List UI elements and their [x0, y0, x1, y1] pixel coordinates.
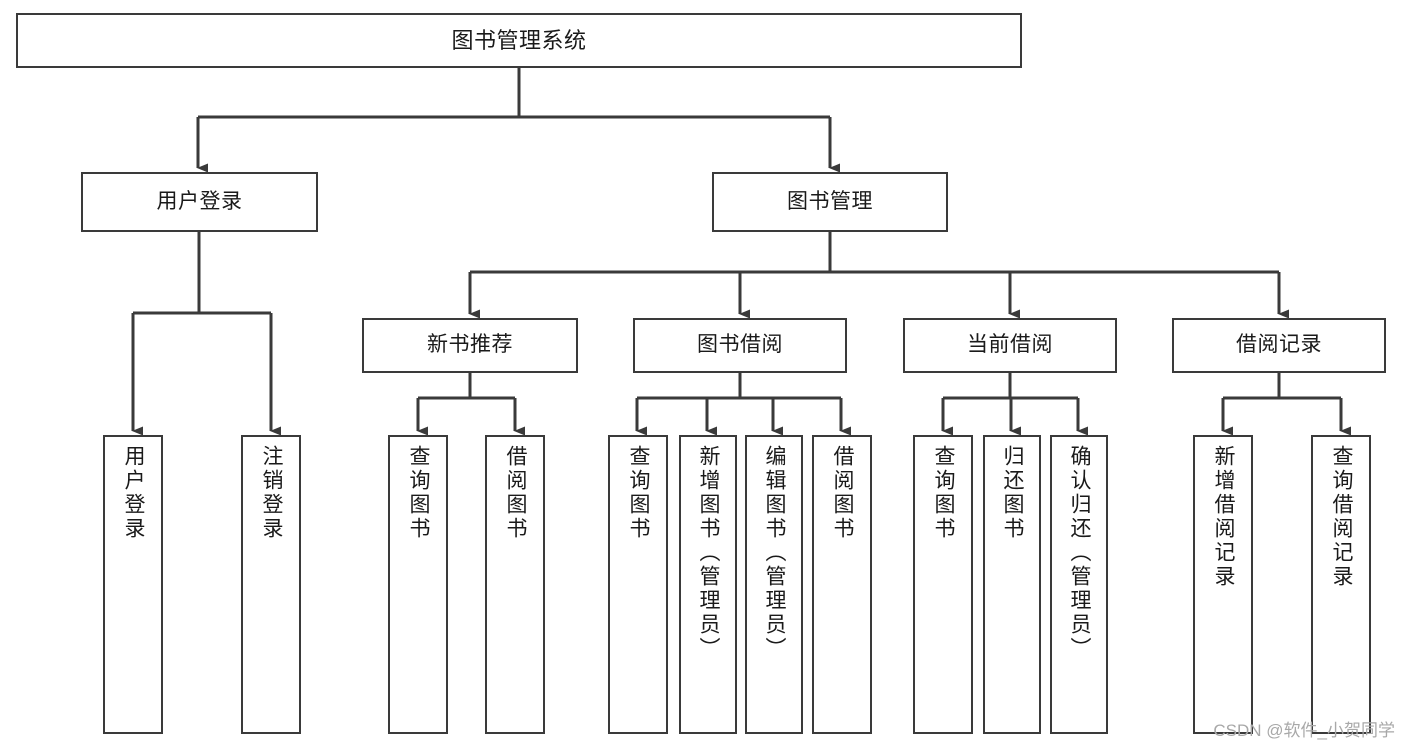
- node-leaf-query-books-recommend-label: 查询图书: [407, 445, 431, 541]
- node-leaf-confirm-return-admin[interactable]: 确认归还（管理员）: [1050, 435, 1108, 734]
- node-new-book-recommend-label: 新书推荐: [427, 333, 513, 357]
- node-book-management-label: 图书管理: [787, 189, 873, 213]
- node-leaf-logout[interactable]: 注销登录: [241, 435, 301, 734]
- node-borrow-records-label: 借阅记录: [1236, 333, 1322, 357]
- node-leaf-borrow-books-recommend[interactable]: 借阅图书: [485, 435, 545, 734]
- node-leaf-borrow-book-label: 借阅图书: [831, 445, 855, 541]
- node-leaf-edit-book-admin[interactable]: 编辑图书（管理员）: [745, 435, 803, 734]
- node-leaf-logout-label: 注销登录: [260, 445, 284, 541]
- node-leaf-add-borrow-record-label: 新增借阅记录: [1212, 445, 1236, 589]
- node-leaf-query-books-recommend[interactable]: 查询图书: [388, 435, 448, 734]
- node-leaf-user-login-label: 用户登录: [122, 445, 146, 541]
- node-leaf-add-borrow-record[interactable]: 新增借阅记录: [1193, 435, 1253, 734]
- node-borrow-records[interactable]: 借阅记录: [1172, 318, 1386, 373]
- node-root-label: 图书管理系统: [451, 27, 587, 53]
- node-new-book-recommend[interactable]: 新书推荐: [362, 318, 578, 373]
- node-book-management[interactable]: 图书管理: [712, 172, 948, 232]
- node-leaf-add-book-admin-label: 新增图书（管理员）: [697, 445, 721, 661]
- csdn-watermark: CSDN @软件_小贺同学: [1213, 721, 1395, 740]
- node-leaf-query-books-borrow-label: 查询图书: [627, 445, 651, 541]
- node-user-login[interactable]: 用户登录: [81, 172, 318, 232]
- node-leaf-return-book[interactable]: 归还图书: [983, 435, 1041, 734]
- node-root[interactable]: 图书管理系统: [16, 13, 1022, 68]
- node-leaf-query-books-borrow[interactable]: 查询图书: [608, 435, 668, 734]
- node-leaf-query-books-current[interactable]: 查询图书: [913, 435, 973, 734]
- node-book-borrow-label: 图书借阅: [697, 333, 783, 357]
- node-leaf-borrow-book[interactable]: 借阅图书: [812, 435, 872, 734]
- node-leaf-return-book-label: 归还图书: [1001, 445, 1025, 541]
- node-leaf-add-book-admin[interactable]: 新增图书（管理员）: [679, 435, 737, 734]
- node-leaf-query-borrow-record-label: 查询借阅记录: [1330, 445, 1354, 589]
- node-current-borrow-label: 当前借阅: [967, 333, 1053, 357]
- node-leaf-query-books-current-label: 查询图书: [932, 445, 956, 541]
- node-user-login-label: 用户登录: [156, 189, 243, 213]
- node-leaf-edit-book-admin-label: 编辑图书（管理员）: [763, 445, 787, 661]
- node-leaf-confirm-return-admin-label: 确认归还（管理员）: [1068, 445, 1092, 661]
- node-leaf-query-borrow-record[interactable]: 查询借阅记录: [1311, 435, 1371, 734]
- node-leaf-user-login[interactable]: 用户登录: [103, 435, 163, 734]
- node-book-borrow[interactable]: 图书借阅: [633, 318, 847, 373]
- node-current-borrow[interactable]: 当前借阅: [903, 318, 1117, 373]
- node-leaf-borrow-books-recommend-label: 借阅图书: [504, 445, 528, 541]
